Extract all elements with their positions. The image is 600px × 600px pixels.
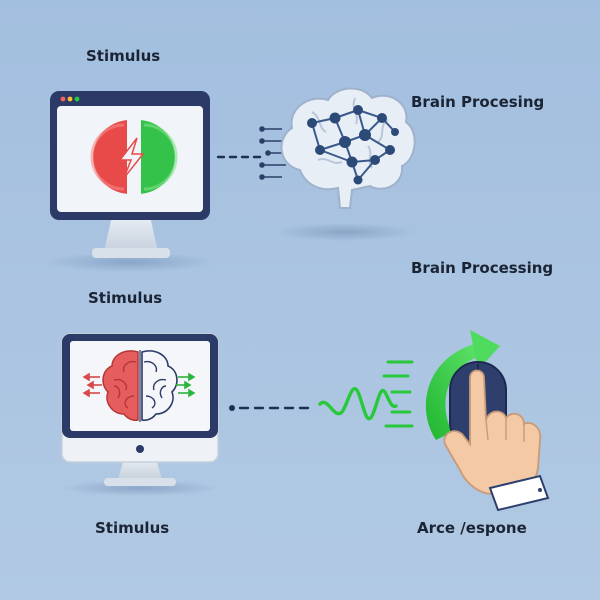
top-monitor-stand bbox=[104, 216, 158, 252]
bottom-monitor bbox=[60, 333, 220, 496]
hand-pointer-icon bbox=[443, 369, 542, 495]
stimulus-red-half-icon bbox=[93, 120, 130, 194]
shirt-cuff-icon bbox=[488, 474, 550, 512]
top-monitor-base bbox=[92, 248, 170, 258]
stimulus-label-bottom: Stimulus bbox=[95, 519, 170, 537]
stimulus-label-top: Stimulus bbox=[86, 47, 161, 65]
bottom-connector bbox=[229, 405, 310, 411]
stimulus-label-mid: Stimulus bbox=[88, 289, 163, 307]
response-arrow-icon bbox=[425, 330, 500, 440]
brain-processing-label-top: Brain Procesing bbox=[411, 93, 545, 111]
power-button-icon bbox=[136, 445, 144, 453]
window-close-dot bbox=[60, 96, 66, 102]
lightning-icon bbox=[118, 137, 145, 179]
window-maximize-dot bbox=[74, 96, 80, 102]
bottom-monitor-base bbox=[104, 478, 176, 486]
brain-processing-label-mid: Brain Processing bbox=[411, 259, 554, 277]
mouse-click-icon bbox=[443, 361, 550, 512]
split-brain-icon bbox=[102, 350, 178, 422]
bottom-monitor-stand bbox=[118, 458, 162, 480]
window-minimize-dot bbox=[67, 96, 73, 102]
right-arrows-icon bbox=[176, 372, 196, 398]
left-arrows-icon bbox=[82, 372, 102, 398]
brain-network-icon bbox=[275, 87, 416, 241]
response-wave-icon bbox=[318, 360, 414, 428]
response-label-bottom: Arce /espone bbox=[417, 519, 527, 537]
stimulus-green-half-icon bbox=[138, 120, 175, 194]
top-monitor bbox=[45, 91, 215, 272]
top-monitor-shadow bbox=[45, 252, 215, 272]
